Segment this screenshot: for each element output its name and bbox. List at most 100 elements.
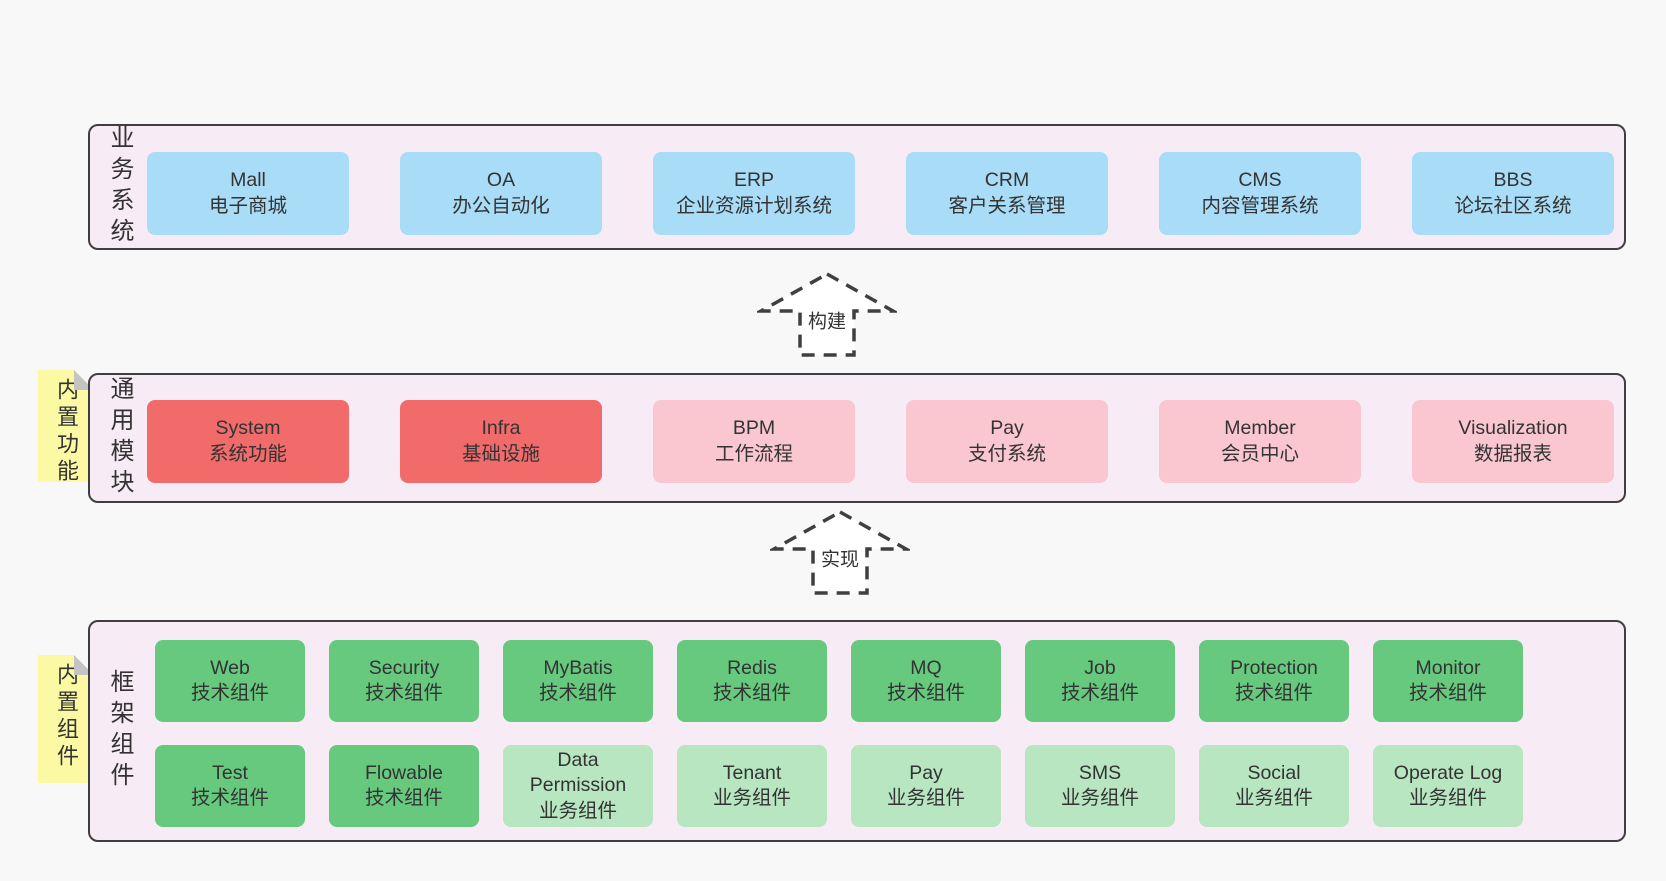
node-title: Test [212,761,248,784]
node-web: Web 技术组件 [155,640,305,722]
node-title: Protection [1230,656,1318,679]
node-subtitle: 技术组件 [538,682,617,704]
node-title: Flowable [364,761,444,784]
node-monitor: Monitor 技术组件 [1373,640,1523,722]
node-test: Test 技术组件 [155,745,305,827]
node-subtitle: 业务组件 [1060,787,1139,809]
node-title: BPM [732,417,776,440]
node-title: ERP [733,169,775,192]
node-title: Social [1247,761,1301,784]
node-title: Job [1084,656,1116,679]
node-job: Job 技术组件 [1025,640,1175,722]
node-title: Web [210,656,250,679]
node-title: OA [486,169,516,192]
node-subtitle: 技术组件 [712,682,791,704]
node-subtitle: 技术组件 [886,682,965,704]
node-mq: MQ 技术组件 [851,640,1001,722]
band-label: 框架组件 [106,669,133,793]
node-subtitle: 基础设施 [461,442,540,465]
node-protection: Protection 技术组件 [1199,640,1349,722]
node-flowable: Flowable 技术组件 [329,745,479,827]
node-subtitle: 论坛社区系统 [1454,194,1572,217]
sticky-note-label: 内置组件 [54,663,79,771]
node-subtitle: 数据报表 [1473,442,1552,465]
node-title: Visualization [1458,417,1568,440]
arrow-label: 实现 [816,543,864,573]
sticky-note-builtin-features: 内置功能 [38,370,94,482]
node-sms: SMS 业务组件 [1025,745,1175,827]
node-title: MyBatis [543,656,613,679]
node-title: Pay [909,761,943,784]
node-redis: Redis 技术组件 [677,640,827,722]
node-subtitle: 技术组件 [190,787,269,809]
node-tenant: Tenant 业务组件 [677,745,827,827]
node-subtitle: 电子商城 [208,194,287,217]
node-subtitle: 会员中心 [1220,442,1299,465]
node-subtitle: 客户关系管理 [948,194,1066,217]
node-subtitle: 技术组件 [1060,682,1139,704]
node-subtitle: 技术组件 [364,787,443,809]
node-subtitle: 技术组件 [190,682,269,704]
node-subtitle: 业务组件 [1408,787,1487,809]
node-social: Social 业务组件 [1199,745,1349,827]
arrow-implement: 实现 [770,508,910,596]
arrow-build: 构建 [757,270,897,358]
node-title: Mall [230,169,266,192]
node-subtitle: 业务组件 [538,799,617,822]
node-operate-log: Operate Log 业务组件 [1373,745,1523,827]
band-label: 业务系统 [106,125,133,249]
node-subtitle: 办公自动化 [452,194,550,217]
node-title: SMS [1078,761,1122,784]
node-subtitle: 技术组件 [364,682,443,704]
node-title: Security [368,656,440,679]
node-subtitle: 系统功能 [208,442,287,465]
node-title: CRM [984,169,1030,192]
node-title: Tenant [722,761,782,784]
node-subtitle: 内容管理系统 [1201,194,1319,217]
node-subtitle: 业务组件 [886,787,965,809]
sticky-note-label: 内置功能 [54,378,79,486]
node-title: CMS [1238,169,1282,192]
node-title: MQ [910,656,942,679]
node-subtitle: 技术组件 [1234,682,1313,704]
node-mybatis: MyBatis 技术组件 [503,640,653,722]
band-label: 通用模块 [106,376,133,500]
node-title: Data Permission [529,748,627,797]
node-subtitle: 业务组件 [1234,787,1313,809]
sticky-note-builtin-components: 内置组件 [38,655,94,783]
node-title: Redis [727,656,777,679]
node-title: Operate Log [1393,761,1503,784]
node-title: Infra [481,417,521,440]
node-title: BBS [1493,169,1533,192]
node-subtitle: 业务组件 [712,787,791,809]
node-title: Pay [990,417,1024,440]
node-subtitle: 支付系统 [967,442,1046,465]
node-pay: Pay 业务组件 [851,745,1001,827]
node-subtitle: 工作流程 [714,442,793,465]
node-title: Monitor [1415,656,1481,679]
node-security: Security 技术组件 [329,640,479,722]
node-title: Member [1224,417,1296,440]
node-subtitle: 技术组件 [1408,682,1487,704]
arrow-label: 构建 [803,305,851,335]
